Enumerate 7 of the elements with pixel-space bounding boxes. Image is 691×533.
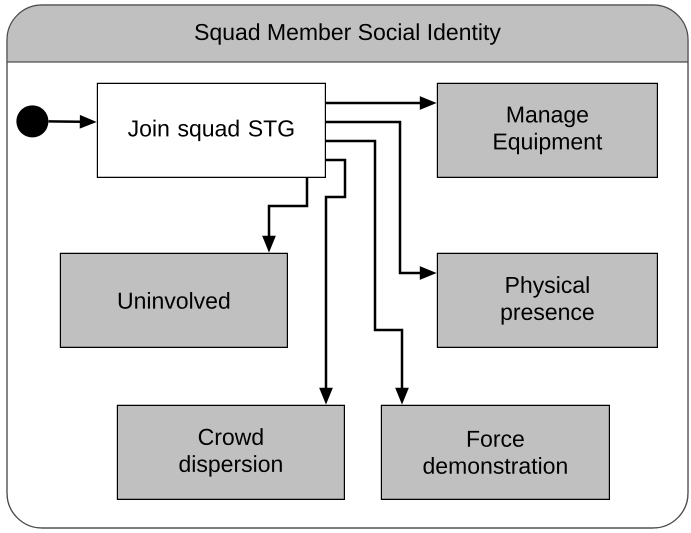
state-box: Crowd dispersion — [116, 404, 345, 500]
state-box: Physical presence — [436, 252, 658, 348]
state-box: Manage Equipment — [436, 82, 658, 178]
start-dot — [16, 105, 48, 138]
state-box: Force demonstration — [380, 404, 610, 500]
state-box: Uninvolved — [60, 252, 288, 348]
state-box: Join squad STG — [96, 82, 326, 178]
